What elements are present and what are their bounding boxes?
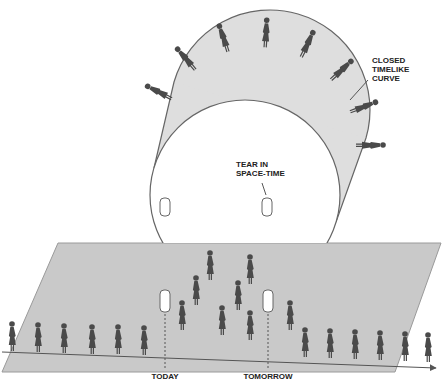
label-text: CLOSED TIMELIKE CURVE (372, 56, 434, 84)
walking-figure (219, 305, 226, 335)
walking-figure (329, 57, 356, 82)
walking-figure (193, 275, 200, 305)
walking-figure (349, 98, 379, 115)
walking-figure (144, 82, 174, 102)
walking-figure (207, 250, 214, 280)
leader-line (262, 183, 266, 195)
walking-figure (298, 29, 317, 59)
walking-figure (356, 142, 386, 149)
label-text: TEAR IN SPACE-TIME (236, 160, 294, 178)
walking-figure (141, 325, 148, 355)
leader-line (350, 80, 368, 100)
walking-figure (61, 323, 68, 353)
walking-figure (287, 300, 294, 330)
walking-figure (377, 330, 384, 360)
walking-figure (9, 321, 16, 351)
time-arrow (2, 352, 436, 368)
walking-figure (115, 324, 122, 354)
walking-figure (352, 329, 359, 359)
walking-figure (247, 310, 254, 340)
walking-figure (402, 331, 409, 361)
walking-figure (302, 327, 309, 357)
walking-figure (35, 322, 42, 352)
walking-figure (179, 300, 186, 330)
space-time-tear (160, 290, 170, 312)
space-time-tear (262, 198, 272, 216)
walking-figure (173, 45, 198, 72)
walking-figure (327, 328, 334, 358)
walking-figure (425, 332, 432, 362)
walking-figure (235, 280, 242, 310)
space-time-sheet (2, 243, 441, 372)
leader-line (268, 314, 269, 368)
space-time-tear (160, 198, 170, 216)
label-text: TOMORROW (238, 372, 298, 381)
space-time-tear (263, 290, 273, 312)
walking-figure (262, 17, 271, 47)
walking-figure (215, 22, 231, 53)
closed-loop (144, 10, 386, 243)
label-text: TODAY (140, 372, 190, 381)
walking-figure (89, 324, 96, 354)
leader-line (165, 314, 166, 368)
walking-figure (247, 254, 254, 284)
